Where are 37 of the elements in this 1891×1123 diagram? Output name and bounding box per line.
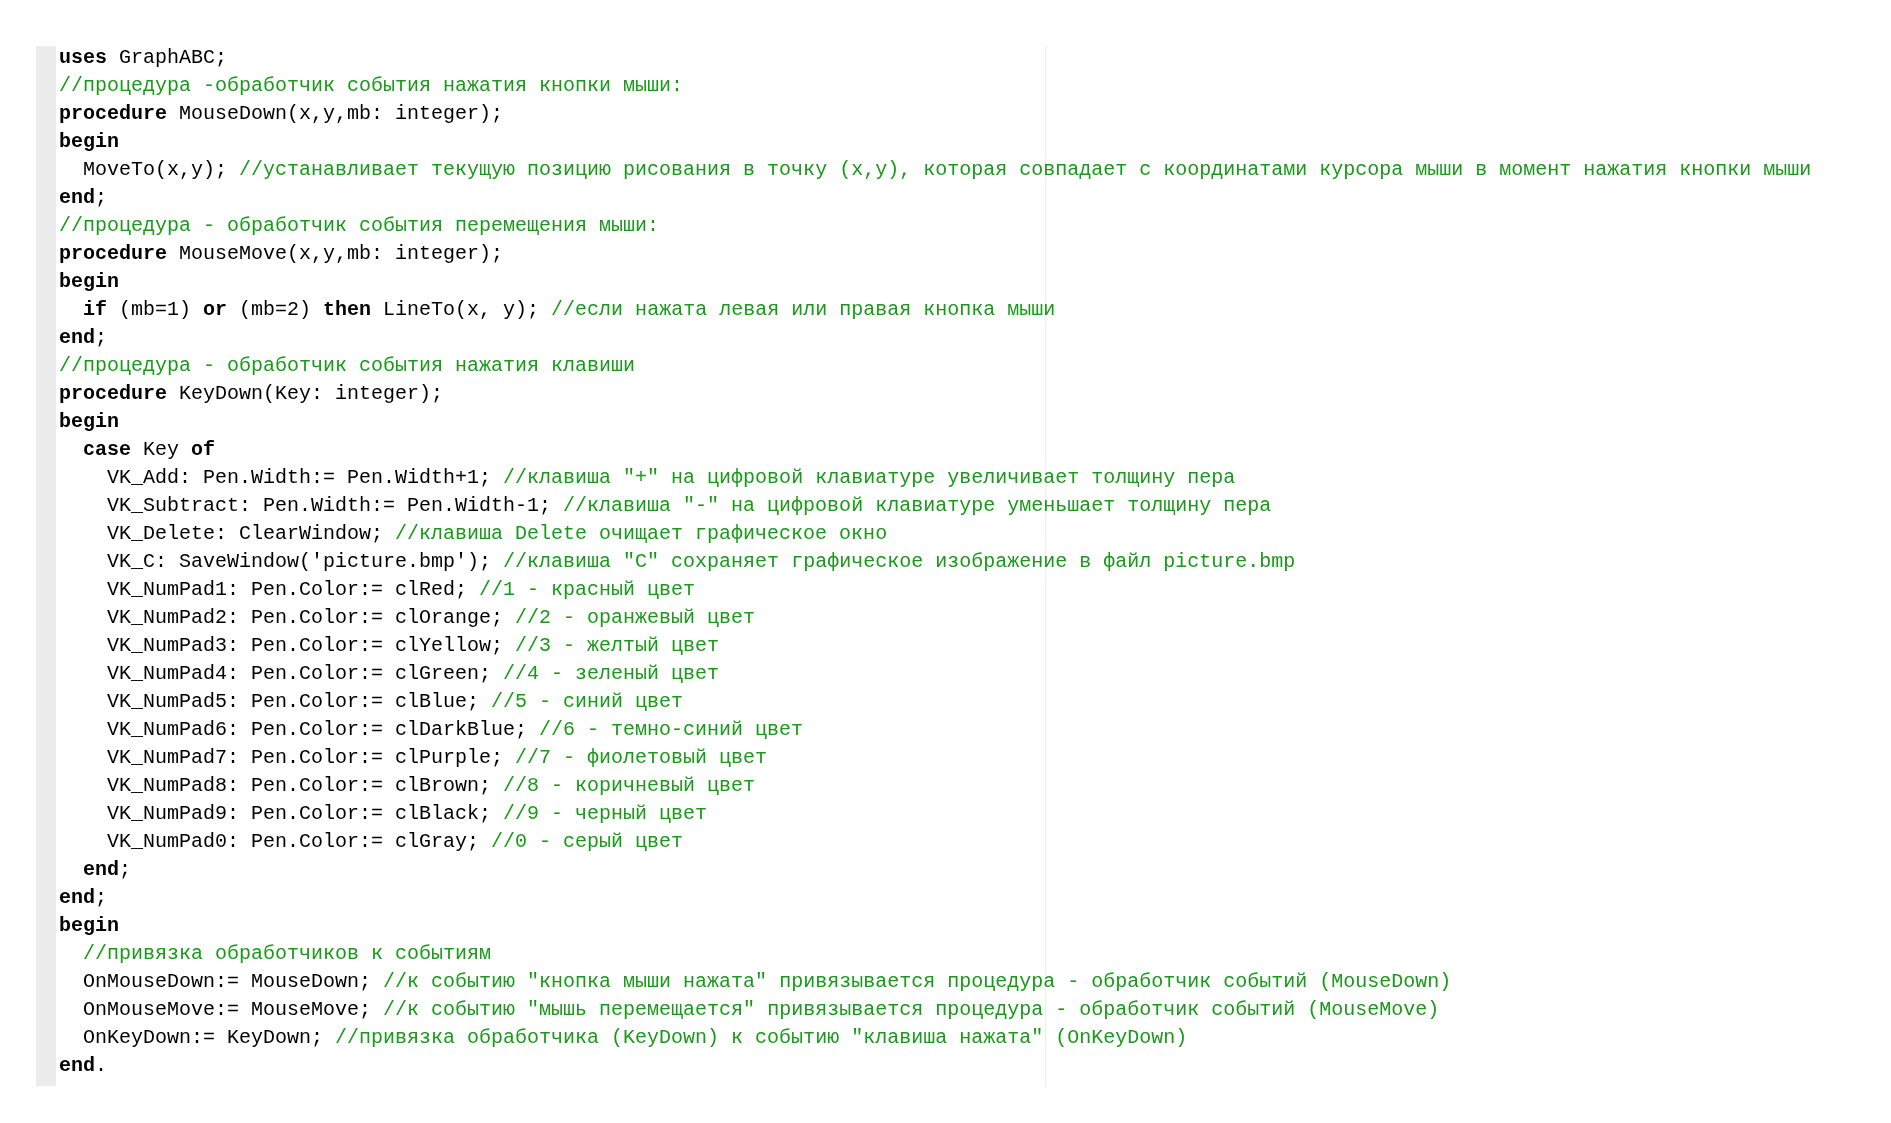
code-line: end; <box>83 857 132 883</box>
code-line: //процедура - обработчик события перемещения мыши: <box>59 213 660 239</box>
code-line: VK_NumPad1: Pen.Color:= clRed; //1 - красный цвет <box>107 577 696 603</box>
code-line: if (mb=1) or (mb=2) then LineTo(x, y); //если нажата левая или правая кнопка мыши <box>83 297 1056 323</box>
code-line: VK_NumPad5: Pen.Color:= clBlue; //5 - синий цвет <box>107 689 684 715</box>
code-line: VK_Add: Pen.Width:= Pen.Width+1; //клавиша "+" на цифровой клавиатуре увеличивает толщину пера <box>107 465 1236 491</box>
code-line: begin <box>59 913 119 939</box>
code-line: VK_NumPad4: Pen.Color:= clGreen; //4 - зеленый цвет <box>107 661 720 687</box>
code-line: //привязка обработчиков к событиям <box>83 941 492 967</box>
code-line: begin <box>59 269 119 295</box>
code-line: procedure KeyDown(Key: integer); <box>59 381 444 407</box>
code-line: procedure MouseDown(x,y,mb: integer); <box>59 101 504 127</box>
code-line: VK_NumPad6: Pen.Color:= clDarkBlue; //6 - темно-синий цвет <box>107 717 804 743</box>
code-line: //процедура - обработчик события нажатия клавиши <box>59 353 636 379</box>
code-line: OnKeyDown:= KeyDown; //привязка обработчика (KeyDown) к событию "клавиша нажата" (OnKeyDown) <box>83 1025 1188 1051</box>
code-line: VK_NumPad9: Pen.Color:= clBlack; //9 - черный цвет <box>107 801 708 827</box>
code-line: begin <box>59 409 119 435</box>
code-line: OnMouseDown:= MouseDown; //к событию "кнопка мыши нажата" привязывается процедура - обработчик событий (MouseDown) <box>83 969 1452 995</box>
code-line: case Key of <box>83 437 216 463</box>
code-line: uses GraphABC; <box>59 45 228 71</box>
code-line: VK_NumPad3: Pen.Color:= clYellow; //3 - желтый цвет <box>107 633 720 659</box>
code-line: end; <box>59 885 108 911</box>
code-line: end; <box>59 325 108 351</box>
code-line: MoveTo(x,y); //устанавливает текущую позицию рисования в точку (x,y), которая совпадает с координатами курсора мыши в момент нажатия кнопки мыши <box>83 157 1812 183</box>
code-line: VK_NumPad2: Pen.Color:= clOrange; //2 - оранжевый цвет <box>107 605 756 631</box>
code-line: VK_C: SaveWindow('picture.bmp'); //клавиша "C" сохраняет графическое изображение в файл picture.bmp <box>107 549 1296 575</box>
code-line: begin <box>59 129 119 155</box>
code-line: VK_NumPad7: Pen.Color:= clPurple; //7 - фиолетовый цвет <box>107 745 768 771</box>
code-line: procedure MouseMove(x,y,mb: integer); <box>59 241 504 267</box>
code-line: OnMouseMove:= MouseMove; //к событию "мышь перемещается" привязывается процедура - обработчик событий (MouseMove) <box>83 997 1440 1023</box>
code-line: //процедура -обработчик события нажатия кнопки мыши: <box>59 73 684 99</box>
code-line: VK_Delete: ClearWindow; //клавиша Delete очищает графическое окно <box>107 521 888 547</box>
code-line: VK_NumPad0: Pen.Color:= clGray; //0 - серый цвет <box>107 829 684 855</box>
code-line: VK_Subtract: Pen.Width:= Pen.Width-1; //клавиша "-" на цифровой клавиатуре уменьшает толщину пера <box>107 493 1272 519</box>
code-line: VK_NumPad8: Pen.Color:= clBrown; //8 - коричневый цвет <box>107 773 756 799</box>
code-line: end. <box>59 1053 108 1079</box>
code-line: end; <box>59 185 108 211</box>
